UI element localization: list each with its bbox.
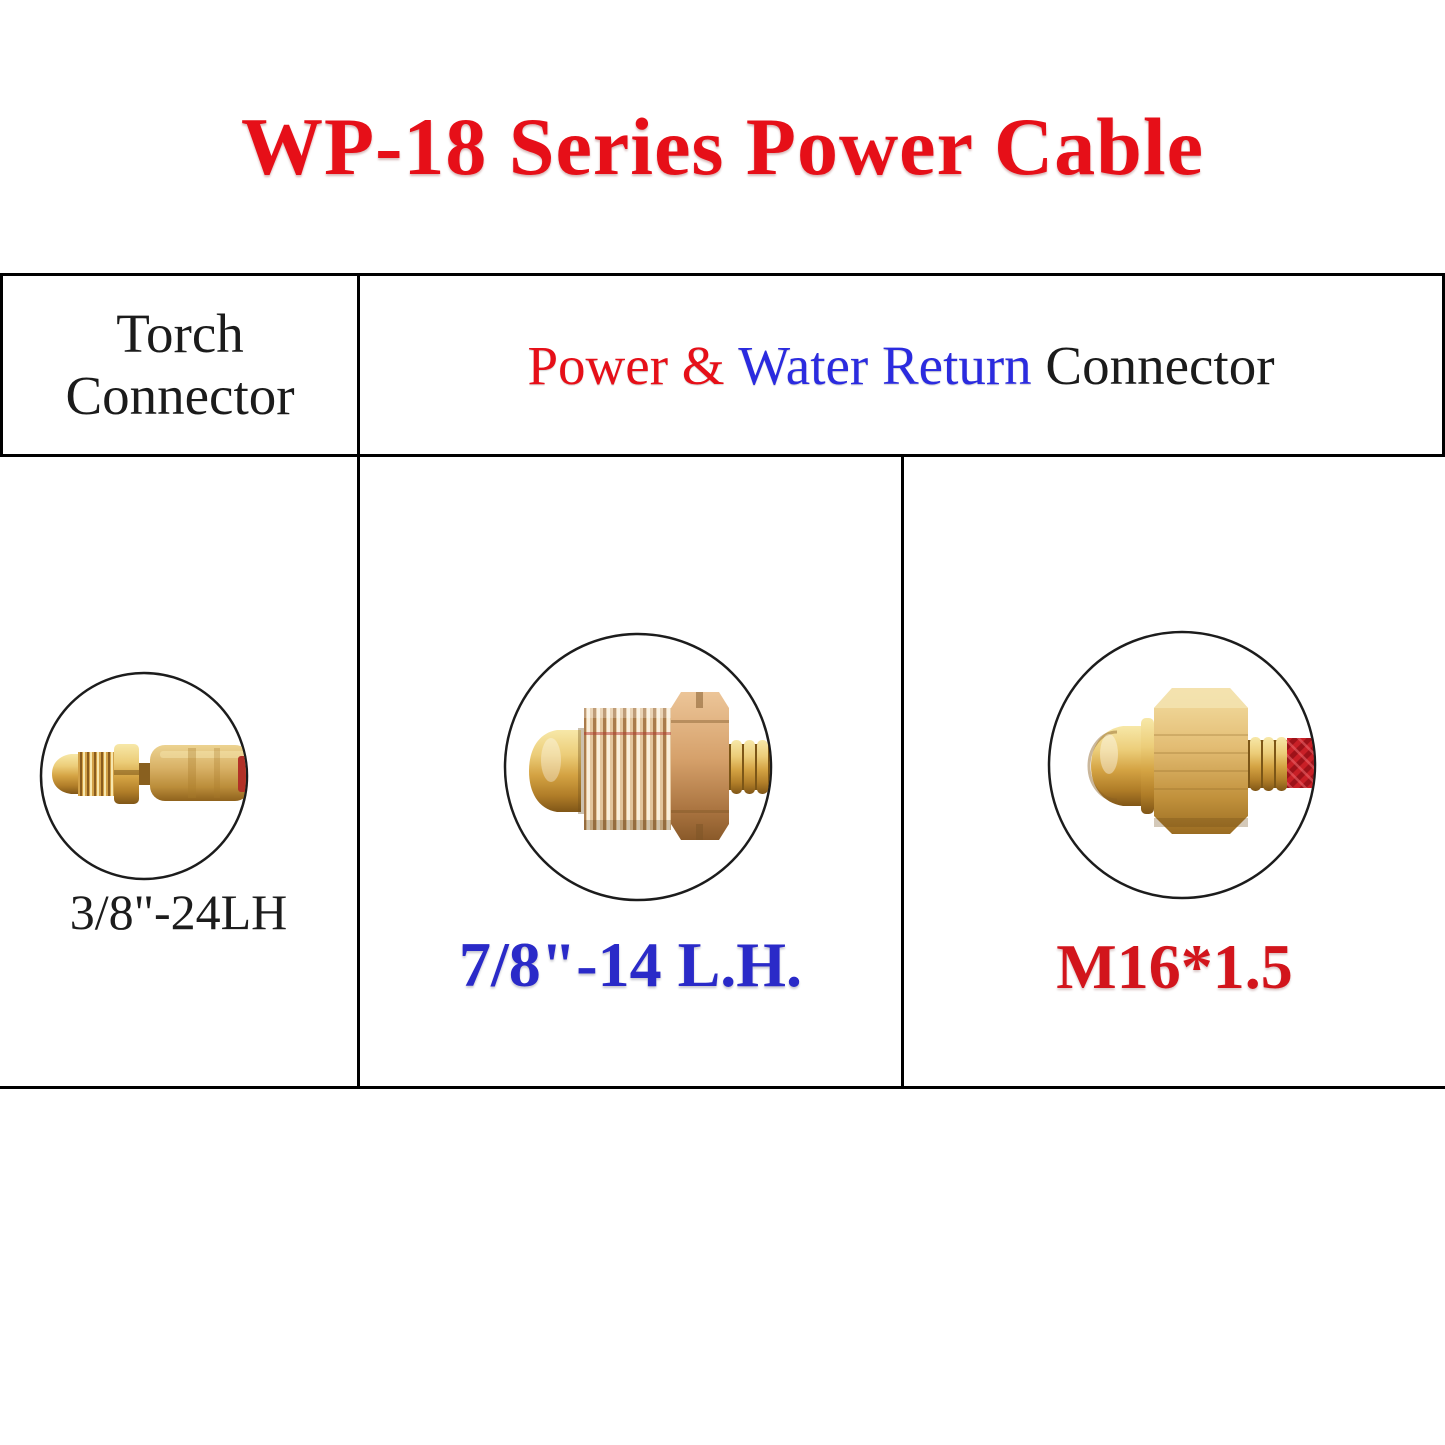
header-torch-connector-label: Torch Connector [65, 303, 295, 426]
header-segment-connector: Connector [1045, 334, 1275, 396]
page-title: WP-18 Series Power Cable [241, 101, 1204, 192]
water-return-connector-image [1047, 630, 1317, 900]
power-connector-image [503, 632, 773, 902]
header-cell-torch-connector: Torch Connector [3, 276, 357, 454]
table-header-row: Torch Connector Power & Water Return Con… [0, 273, 1445, 457]
header-segment-power: Power & [527, 334, 739, 396]
power-connector-size-label: 7/8"-14 L.H. [458, 929, 803, 1000]
body-column-divider-2 [901, 457, 904, 1086]
header-segment-water-return: Water Return [738, 334, 1046, 396]
body-column-divider-1 [357, 457, 360, 1086]
header-column-divider [357, 276, 360, 454]
brass-water-return-connector-drawing [1087, 688, 1314, 834]
water-return-connector-size-label: M16*1.5 [1056, 931, 1293, 1002]
brass-power-connector-drawing [529, 692, 770, 840]
torch-connector-image [39, 671, 249, 881]
brass-torch-connector-drawing [52, 744, 246, 804]
header-cell-power-water-return: Power & Water Return Connector [360, 276, 1442, 454]
table-body-row: 3/8"-24LH 7/8"-14 L.H. M16*1.5 [0, 457, 1445, 1089]
torch-connector-size-label: 3/8"-24LH [69, 884, 288, 940]
